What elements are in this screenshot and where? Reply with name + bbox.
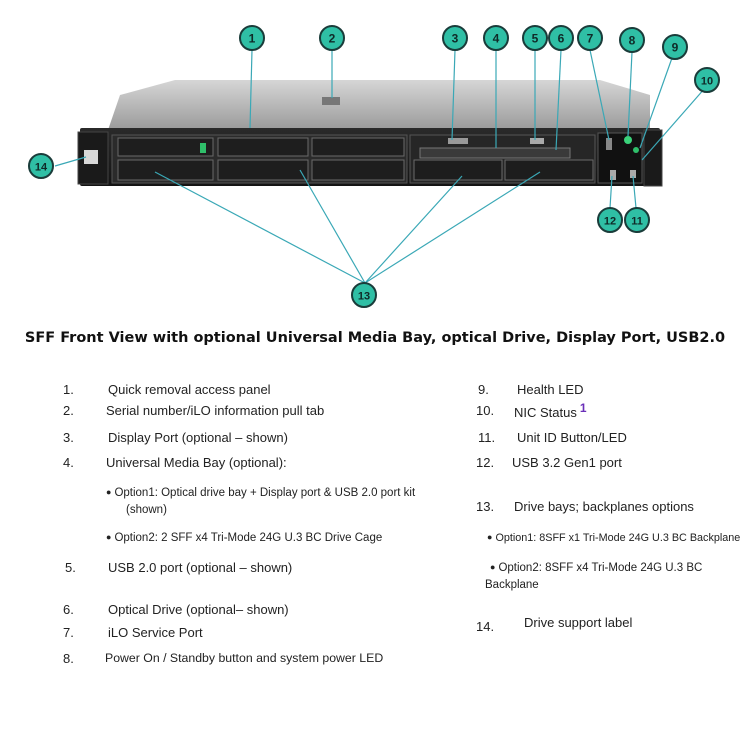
callout-14: 14 (28, 153, 54, 179)
callout-12: 12 (597, 207, 623, 233)
svg-text:7: 7 (587, 32, 594, 46)
callout-3: 3 (442, 25, 468, 51)
sub-option: ●Option2: 2 SFF x4 Tri-Mode 24G U.3 BC D… (106, 532, 383, 544)
power-button (624, 136, 632, 144)
item-number: 13. (476, 499, 495, 514)
svg-text:4: 4 (493, 32, 500, 46)
item-number: 10. (476, 403, 495, 418)
footnote-marker: 1 (579, 401, 587, 415)
callout-8: 8 (619, 27, 645, 53)
server-front-diagram: 1 2 3 4 5 6 7 8 9 10 11 12 13 14 (28, 25, 720, 308)
item-number: 3. (63, 430, 74, 445)
svg-text:8: 8 (629, 34, 636, 48)
svg-text:10: 10 (701, 76, 713, 88)
optical-drive (419, 147, 571, 159)
item-label: USB 3.2 Gen1 port (512, 455, 622, 470)
item-label: Unit ID Button/LED (517, 430, 627, 445)
item-number: 9. (478, 382, 489, 397)
svg-text:5: 5 (532, 32, 539, 46)
svg-text:13: 13 (358, 291, 370, 303)
item-number: 8. (63, 651, 74, 666)
svg-text:6: 6 (558, 32, 565, 46)
svg-text:3: 3 (452, 32, 459, 46)
item-label: Drive support label (524, 615, 633, 630)
usb2-port (530, 138, 544, 144)
item-label: Power On / Standby button and system pow… (105, 651, 384, 665)
item-number: 6. (63, 602, 74, 617)
callout-13: 13 (351, 282, 377, 308)
uid-button (630, 170, 636, 178)
item-label: Optical Drive (optional– shown) (108, 602, 289, 617)
item-number: 2. (63, 403, 74, 418)
display-port (448, 138, 468, 144)
item-number: 11. (478, 430, 496, 445)
item-label: Drive bays; backplanes options (514, 499, 694, 514)
item-number: 7. (63, 625, 74, 640)
serial-pull-tab (322, 97, 340, 105)
drive-led (200, 143, 206, 153)
svg-text:1: 1 (249, 32, 256, 46)
drive-bays (117, 137, 405, 181)
callout-10: 10 (694, 67, 720, 93)
chassis-top (108, 80, 650, 130)
usb3-port (610, 170, 616, 180)
item-number: 14. (476, 619, 495, 634)
item-label: Serial number/iLO information pull tab (106, 403, 325, 418)
item-label: Display Port (optional – shown) (108, 430, 288, 445)
callout-6: 6 (548, 25, 574, 51)
item-number: 5. (65, 560, 76, 575)
lower-bays (413, 159, 594, 181)
callout-1: 1 (239, 25, 265, 51)
callout-4: 4 (483, 25, 509, 51)
callout-2: 2 (319, 25, 345, 51)
callout-7: 7 (577, 25, 603, 51)
sub-option: ●Option2: 8SFF x4 Tri-Mode 24G U.3 BC (490, 562, 703, 574)
sub-option-cont: (shown) (126, 504, 167, 516)
callout-5: 5 (522, 25, 548, 51)
svg-text:11: 11 (631, 216, 643, 228)
item-number: 1. (63, 382, 74, 397)
svg-text:2: 2 (329, 32, 336, 46)
rack-ear-right (643, 129, 663, 187)
item-label: Quick removal access panel (108, 382, 271, 397)
sub-option-cont: Backplane (485, 579, 539, 591)
sub-option: ●Option1: 8SFF x1 Tri-Mode 24G U.3 BC Ba… (487, 532, 741, 544)
leader-lines (54, 49, 706, 284)
svg-text:14: 14 (35, 162, 48, 174)
item-number: 12. (476, 455, 495, 470)
ilo-service-port (606, 138, 612, 150)
item-label: USB 2.0 port (optional – shown) (108, 560, 293, 575)
item-label: Universal Media Bay (optional): (106, 455, 287, 470)
svg-text:9: 9 (672, 41, 679, 55)
health-led (633, 147, 639, 153)
sub-option: ●Option1: Optical drive bay + Display po… (106, 487, 416, 499)
callout-9: 9 (662, 34, 688, 60)
drive-support-label (84, 150, 98, 164)
item-label: Health LED (517, 382, 584, 397)
callout-11: 11 (624, 207, 650, 233)
item-number: 4. (63, 455, 74, 470)
svg-text:12: 12 (604, 216, 616, 228)
page-title: SFF Front View with optional Universal M… (24, 330, 726, 346)
item-label: iLO Service Port (108, 625, 203, 640)
